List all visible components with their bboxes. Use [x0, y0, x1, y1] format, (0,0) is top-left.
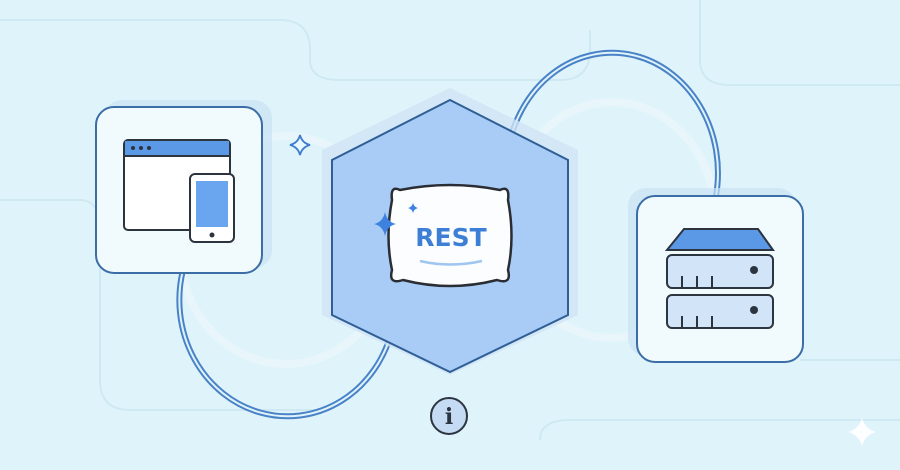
- client-card[interactable]: [95, 100, 272, 274]
- rest-label: REST: [415, 223, 486, 252]
- pillow-icon: [374, 183, 513, 288]
- info-icon: i: [445, 404, 453, 430]
- server-rack-icon: [664, 228, 775, 329]
- center-hexagon[interactable]: REST: [322, 88, 578, 375]
- mobile-phone-icon: [189, 173, 235, 243]
- sparkle-icon: [848, 418, 876, 446]
- sparkle-icon: [289, 134, 311, 156]
- background-lines: [0, 0, 900, 441]
- info-button[interactable]: i: [430, 397, 468, 435]
- server-card[interactable]: [628, 188, 804, 363]
